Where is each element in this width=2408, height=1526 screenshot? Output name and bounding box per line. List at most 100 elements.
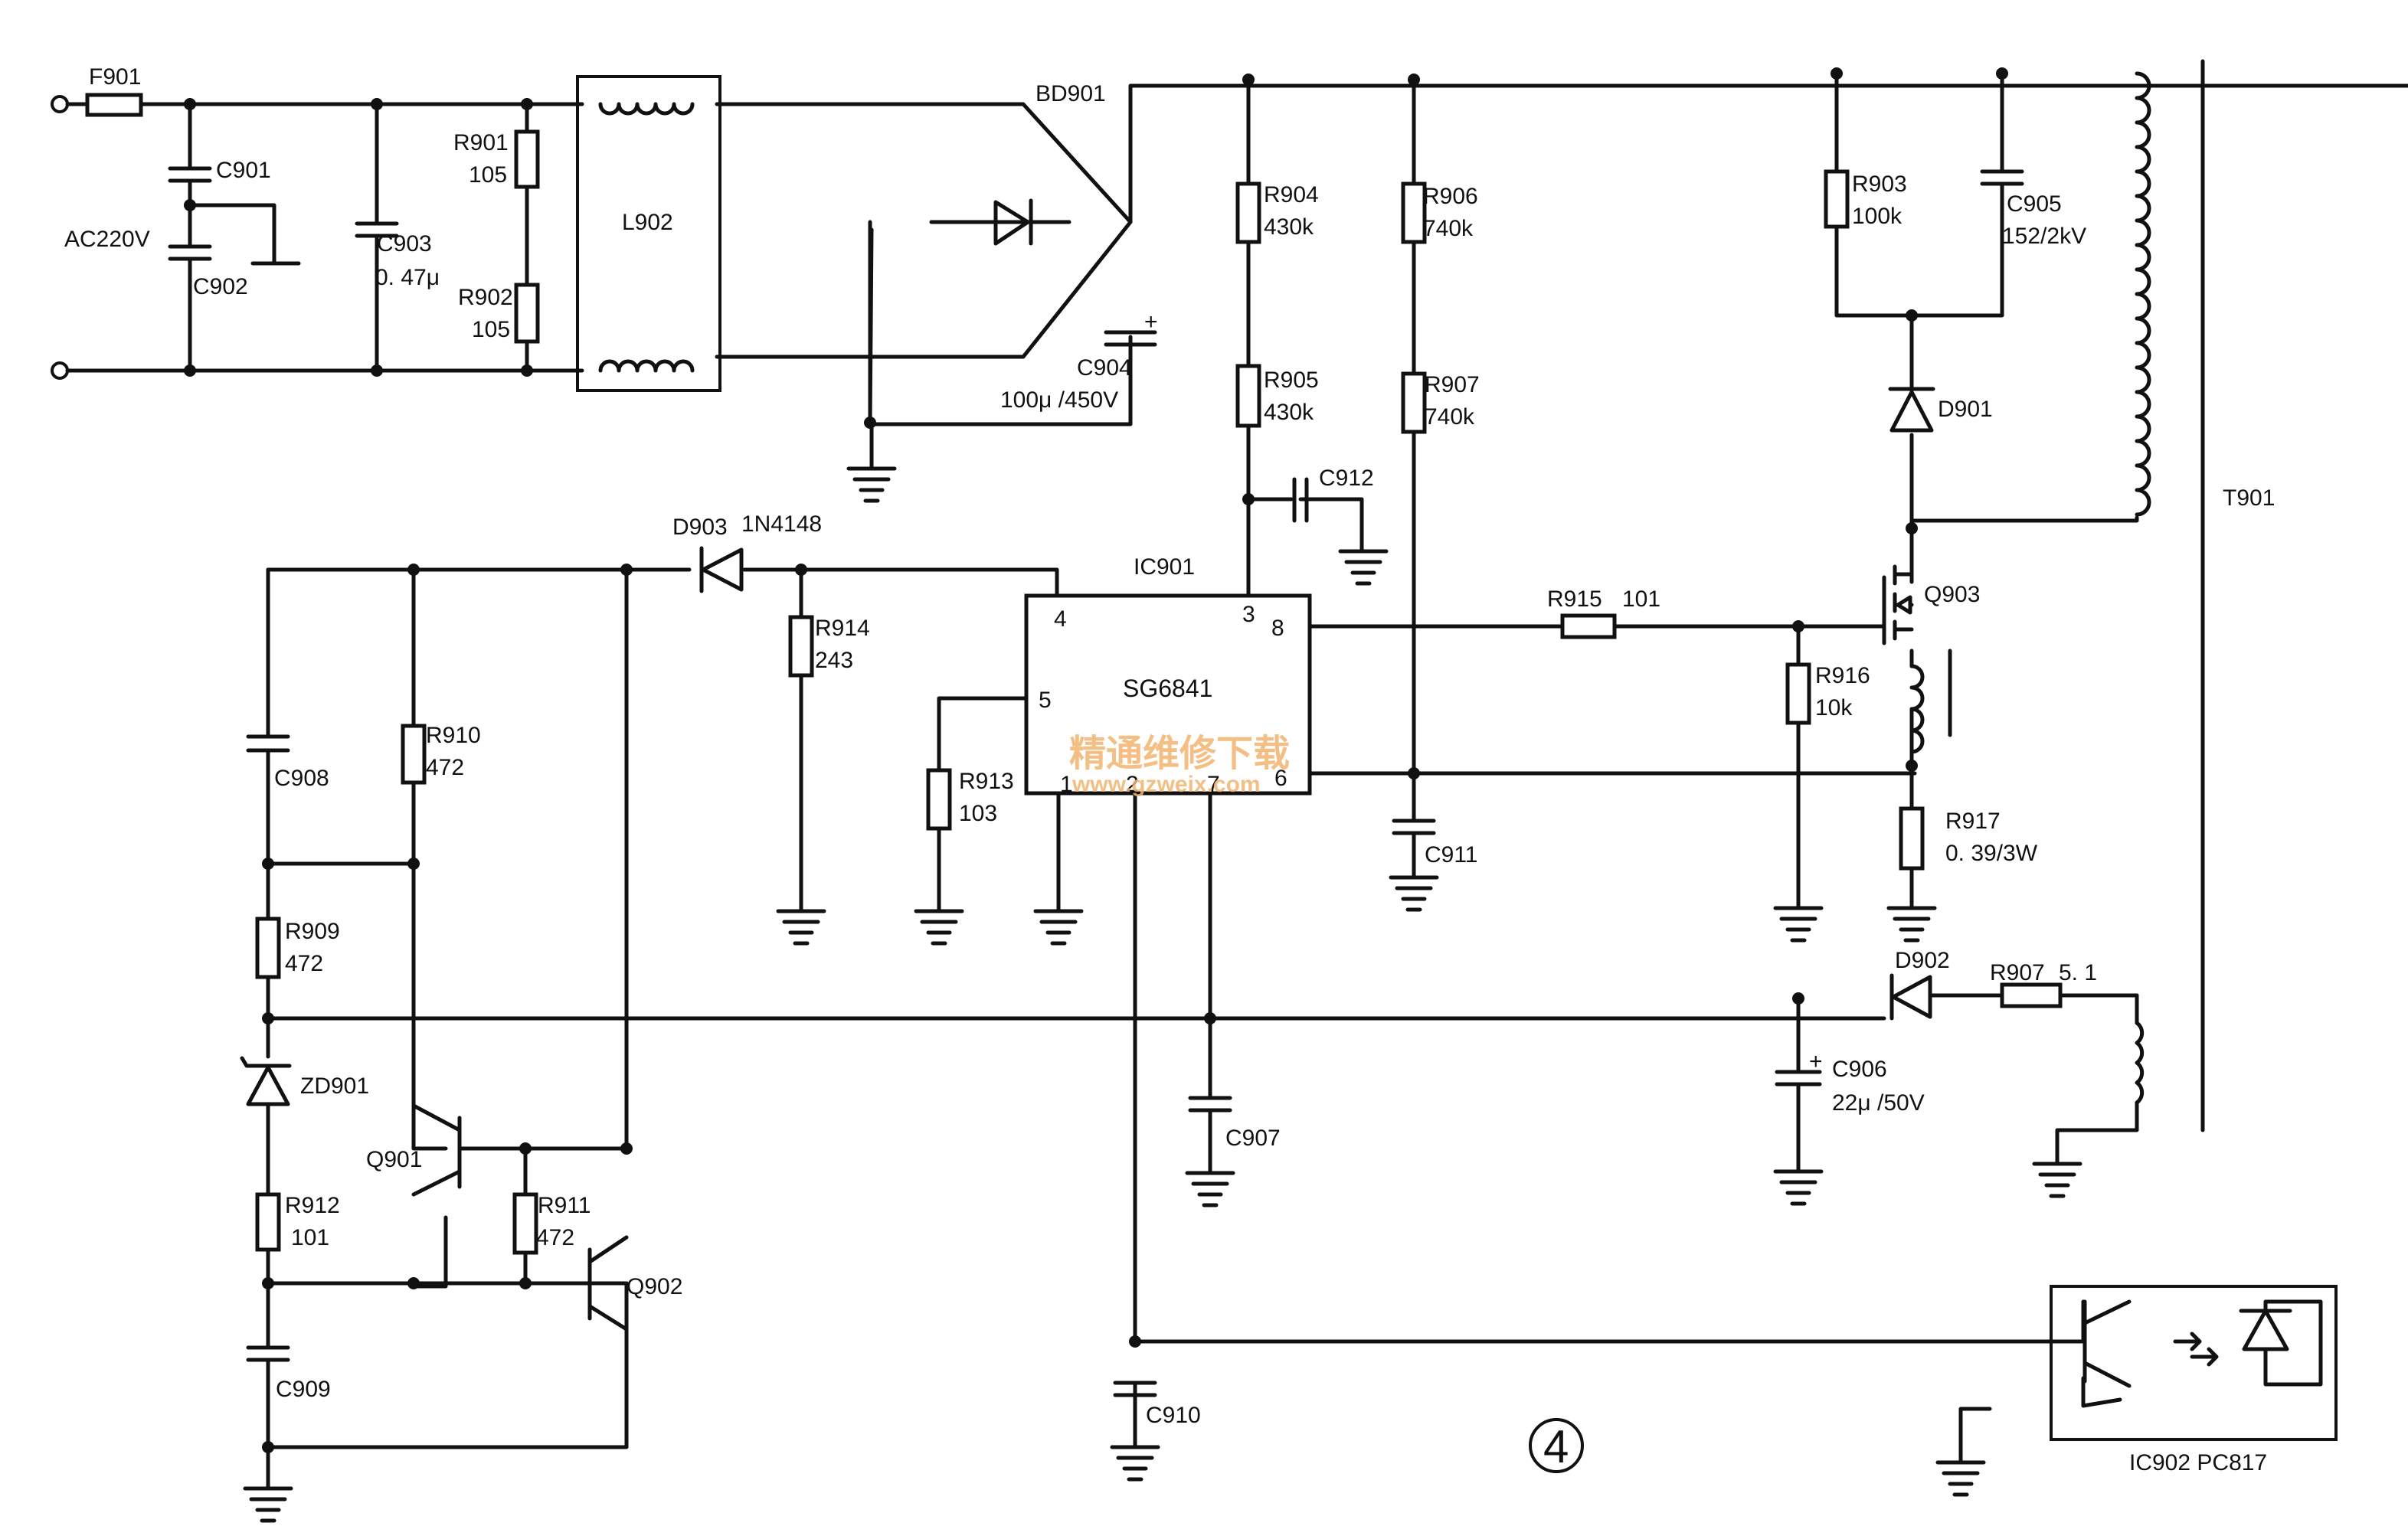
capacitor-c907: C907 (1188, 1096, 1281, 1151)
capacitor-c910: C910 (1113, 1381, 1201, 1439)
label-t901: T901 (2223, 485, 2275, 511)
capacitor-c902: C902 AC220V (64, 227, 248, 299)
label-ic901: IC901 (1134, 554, 1195, 580)
transistor-q902: Q902 (587, 1235, 682, 1332)
label-r907-lower: R907 (1990, 960, 2045, 985)
label-c908: C908 (274, 766, 329, 791)
ac-terminal-bottom (51, 361, 69, 380)
ic901-pin-7: 7 (1207, 772, 1220, 797)
resistor-r901: R901 105 (453, 129, 540, 189)
value-r907-lower: 5. 1 (2059, 960, 2097, 985)
watermark-url: www.gzweix.com (1071, 772, 1261, 797)
value-c905: 152/2kV (2002, 224, 2086, 249)
value-r912: 101 (291, 1225, 329, 1250)
resistor-r904: R904 430k (1235, 181, 1319, 244)
label-r910: R910 (426, 723, 481, 748)
value-r916: 10k (1815, 695, 1853, 721)
wires (51, 71, 2408, 1465)
optocoupler-ic902: IC902 PC817 (2050, 1285, 2338, 1475)
ic901-pin-6: 6 (1274, 766, 1287, 791)
diode-d901: D901 (1888, 387, 1993, 433)
label-zd901: ZD901 (300, 1073, 369, 1099)
label-r902: R902 (458, 285, 513, 310)
capacitor-c912: C912 (1292, 466, 1374, 523)
resistor-r917: R917 0. 39/3W (1899, 806, 2038, 871)
ic901-pin-1: 1 (1060, 772, 1073, 797)
label-c904: C904 (1077, 355, 1132, 381)
label-q902: Q902 (627, 1274, 682, 1299)
resistor-r906: R906 740k (1401, 181, 1478, 244)
resistor-r903: R903 100k (1824, 169, 1907, 229)
value-r911: 472 (536, 1225, 574, 1250)
value-r913: 103 (959, 801, 997, 826)
label-c905: C905 (2007, 191, 2062, 217)
label-q903: Q903 (1924, 582, 1980, 607)
resistor-r915: R915 101 (1547, 587, 1660, 639)
label-c909: C909 (276, 1377, 331, 1402)
resistor-r910: R910 472 (401, 723, 481, 785)
resistor-r916: R916 10k (1785, 662, 1870, 725)
label-c910: C910 (1146, 1403, 1201, 1428)
label-f901: F901 (89, 64, 141, 90)
bridge-rectifier-bd901: BD901 (929, 81, 1106, 246)
watermark-cn: 精通维修下载 (1069, 732, 1290, 775)
ic901-pin-8: 8 (1271, 616, 1284, 641)
label-c902: C902 (193, 274, 248, 299)
value-r910: 472 (426, 755, 464, 780)
value-c904: 100μ /450V (1000, 387, 1118, 413)
diode-d903: D903 1N4148 (672, 511, 822, 593)
value-r914: 243 (815, 648, 853, 673)
capacitor-c908: C908 (246, 734, 329, 791)
watermark: 精通维修下载 www.gzweix.com (1069, 732, 1290, 797)
label-c901: C901 (216, 158, 271, 183)
capacitor-c909: C909 (246, 1345, 331, 1402)
value-r901: 105 (469, 162, 507, 188)
transformer-t901: T901 (2135, 59, 2275, 1132)
page-number-text: 4 (1543, 1421, 1569, 1472)
label-r909: R909 (285, 919, 340, 944)
page-number: 4 (1529, 1418, 1584, 1473)
value-r907-upper: 740k (1425, 404, 1475, 430)
label-l902: L902 (622, 210, 673, 235)
resistor-r909: R909 472 (255, 917, 340, 979)
label-r915: R915 (1547, 587, 1602, 612)
diode-d902: D902 (1889, 948, 1950, 1021)
label-r901: R901 (453, 130, 509, 155)
value-r903: 100k (1852, 204, 1903, 229)
inductor-l902: L902 (576, 75, 721, 392)
ground-symbols (243, 466, 2082, 1523)
capacitor-c911: C911 (1392, 819, 1478, 868)
value-c903: 0. 47μ (375, 265, 440, 290)
label-q901: Q901 (366, 1147, 422, 1172)
label-c912: C912 (1319, 466, 1374, 491)
capacitor-c905: C905 152/2kV (1980, 169, 2086, 249)
ic901-pin-2: 2 (1126, 772, 1139, 797)
ic901-pin-4: 4 (1054, 606, 1067, 632)
value-r906: 740k (1423, 216, 1474, 241)
resistor-r911: R911 472 (512, 1192, 591, 1255)
label-r904: R904 (1264, 182, 1319, 207)
label-r916: R916 (1815, 663, 1870, 688)
transistor-q901: Q901 (366, 1103, 462, 1197)
value-r909: 472 (285, 951, 323, 976)
ic901-pin-3: 3 (1242, 602, 1255, 627)
capacitor-c903: C903 0. 47μ (355, 221, 440, 290)
label-d901: D901 (1938, 397, 1993, 422)
label-d903: D903 (672, 515, 728, 540)
ac-terminal-top (51, 95, 69, 113)
value-r902: 105 (472, 317, 510, 342)
capacitor-c901: C901 (168, 158, 271, 183)
label-r903: R903 (1852, 172, 1907, 197)
label-r913: R913 (959, 769, 1014, 794)
resistor-r912: R912 101 (255, 1192, 340, 1252)
ic901-sg6841: IC901 SG6841 4 3 8 5 1 2 7 6 (1024, 554, 1312, 797)
label-r905: R905 (1264, 368, 1319, 393)
c906-plus: + (1809, 1049, 1823, 1074)
resistor-r907-lower: R907 5. 1 (1990, 960, 2097, 1008)
label-c907: C907 (1225, 1126, 1281, 1151)
value-r915: 101 (1622, 587, 1660, 612)
label-c903: C903 (377, 231, 432, 257)
resistor-r914: R914 243 (788, 615, 870, 678)
label-bd901: BD901 (1036, 81, 1106, 106)
